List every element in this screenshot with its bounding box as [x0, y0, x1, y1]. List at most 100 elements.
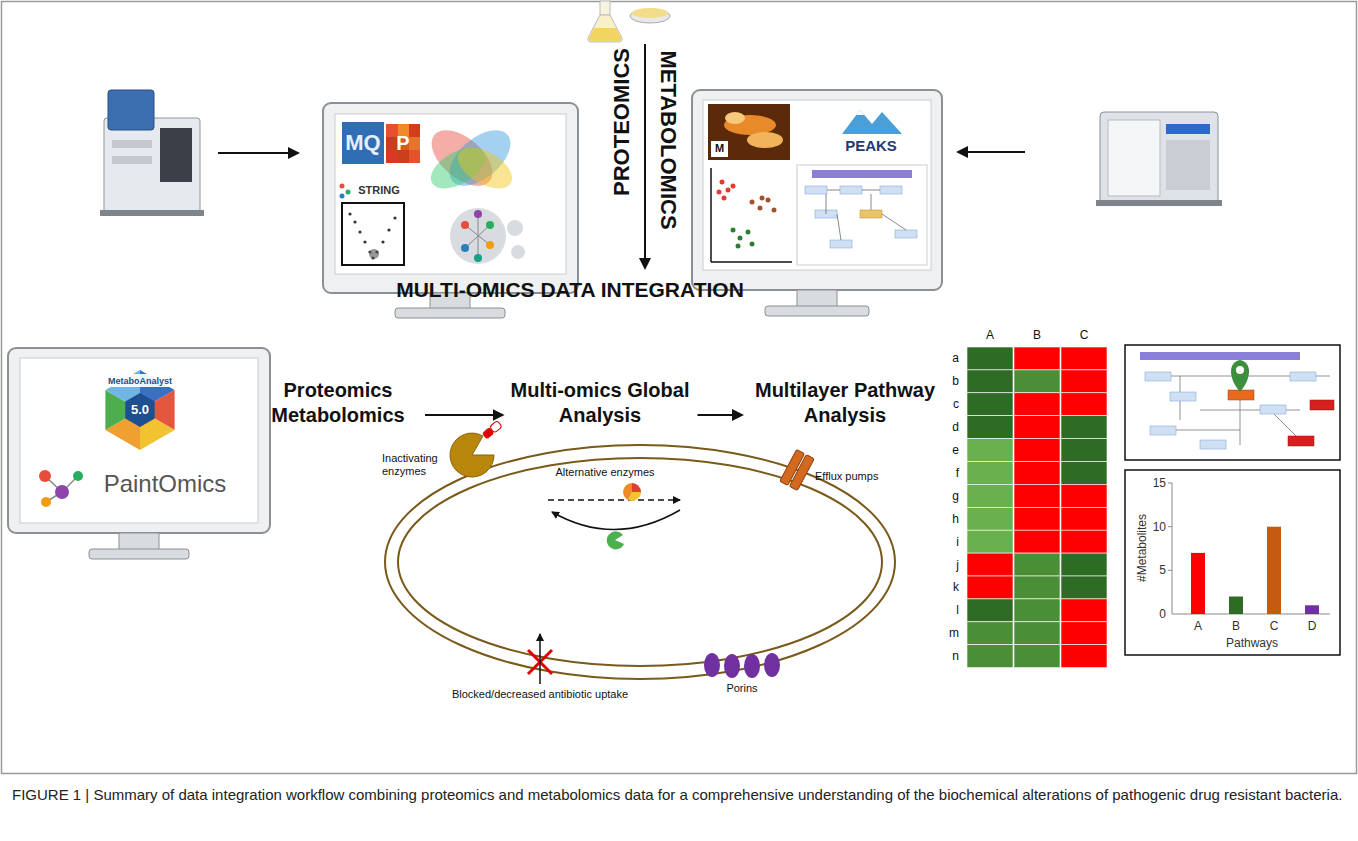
- bacterial-cell: [623, 483, 632, 500]
- culture-icons: [600, 1, 610, 15]
- stage-text: Multi-omics Global Analysis: [509, 378, 692, 428]
- row-label: g: [952, 489, 959, 503]
- mass-spectrometer: [160, 128, 192, 182]
- pathway-map: [1231, 360, 1249, 392]
- pathway-map: [1290, 372, 1316, 381]
- flow-arrow: [644, 44, 646, 268]
- bacterial-cell: [398, 458, 882, 666]
- software-logos: [812, 170, 912, 178]
- pathway-map: [1150, 426, 1176, 435]
- cell-label: Blocked/decreased antibiotic uptake: [452, 688, 628, 701]
- software-logos: [369, 249, 379, 259]
- software-logos: [386, 137, 398, 150]
- row-label: b: [952, 374, 959, 388]
- software-logos: [340, 194, 345, 199]
- logo-text: M: [715, 142, 724, 155]
- software-logos: [711, 141, 728, 157]
- monitor: [8, 348, 270, 559]
- bar-chart: [1125, 470, 1340, 655]
- heatmap: [1061, 484, 1107, 507]
- monitor: [20, 358, 258, 523]
- logo-text: 5.0: [131, 402, 149, 418]
- bar-chart: [1267, 527, 1281, 614]
- gc-ms-instrument: [1100, 112, 1218, 204]
- software-logos: [731, 228, 736, 233]
- gc-ms-instrument: [1166, 124, 1210, 134]
- pathway-map: [1170, 392, 1196, 401]
- gc-ms-instrument: [1108, 120, 1160, 196]
- heatmap: [967, 347, 1107, 668]
- gc-ms-instrument: [1166, 140, 1210, 190]
- logo-text: PEAKS: [845, 137, 897, 155]
- gc-ms-instrument: [1096, 112, 1222, 206]
- axis-title: Pathways: [1226, 636, 1278, 650]
- pathway-map: [1125, 345, 1340, 460]
- software-logos: [860, 210, 882, 218]
- heatmap: [967, 576, 1013, 599]
- bar-chart: [1191, 553, 1205, 614]
- cell-label: Porins: [726, 682, 757, 695]
- heatmap: [967, 553, 1013, 576]
- row-label: c: [953, 397, 959, 411]
- software-logos: [826, 190, 906, 240]
- heatmap: [1061, 645, 1107, 668]
- mass-spectrometer: [112, 140, 152, 148]
- heatmap: [967, 347, 1013, 370]
- row-label: h: [952, 512, 959, 526]
- culture-icons: [589, 28, 621, 41]
- heatmap: [967, 416, 1013, 439]
- heatmap: [1014, 416, 1060, 439]
- culture-icons: [632, 8, 668, 18]
- heatmap: [967, 599, 1013, 622]
- software-logos: [717, 190, 722, 195]
- software-logos: [461, 244, 469, 252]
- software-logos: [461, 221, 469, 229]
- row-label: l: [956, 603, 959, 617]
- axis-tick: 0: [1159, 607, 1166, 621]
- bar-chart: [1229, 597, 1243, 615]
- figure-caption: FIGURE 1 | Summary of data integration w…: [12, 784, 1346, 806]
- bacterial-cell: [704, 653, 720, 677]
- software-logos: [386, 124, 398, 137]
- gc-ms-instrument: [1096, 200, 1222, 206]
- row-label: f: [956, 466, 959, 480]
- heatmap: [967, 370, 1013, 393]
- software-logos: [805, 186, 827, 194]
- flow-arrow: [958, 151, 1025, 153]
- bacterial-cell: [385, 421, 895, 684]
- bar-chart: [1168, 526, 1172, 527]
- culture-icons: [588, 15, 622, 42]
- software-logos: [353, 220, 356, 223]
- heatmap: [967, 484, 1013, 507]
- bacterial-cell: [552, 510, 680, 530]
- logo-text: STRING: [358, 184, 400, 197]
- software-logos: [486, 241, 494, 249]
- heatmap: [1014, 370, 1060, 393]
- monitor: [797, 290, 837, 308]
- bacterial-cell: [764, 653, 780, 677]
- heatmap: [967, 462, 1013, 485]
- pathway-map: [1288, 436, 1314, 446]
- heatmap: [967, 507, 1013, 530]
- logo-text: PaintOmics: [104, 470, 227, 499]
- software-logos: [73, 471, 83, 481]
- stage-text-box: Multi-omics Global Analysis: [509, 378, 692, 428]
- heatmap: [1061, 599, 1107, 622]
- heatmap: [967, 645, 1013, 668]
- monitor: [703, 100, 931, 270]
- software-logos: [386, 150, 398, 163]
- axis-tick: C: [1270, 619, 1279, 633]
- heatmap: [967, 622, 1013, 645]
- stage-text: Proteomics Metabolomics: [257, 378, 419, 428]
- logo-text: MetaboAnalyst: [108, 376, 172, 387]
- heatmap: [1014, 393, 1060, 416]
- software-logos: [340, 120, 526, 265]
- column-header: C: [1080, 328, 1089, 342]
- row-label: e: [952, 443, 959, 457]
- pathway-map: [1260, 405, 1286, 414]
- software-logos: [348, 212, 351, 215]
- bacterial-cell: [789, 455, 814, 491]
- heatmap: [1061, 622, 1107, 645]
- software-logos: [747, 132, 783, 148]
- row-label: n: [952, 649, 959, 663]
